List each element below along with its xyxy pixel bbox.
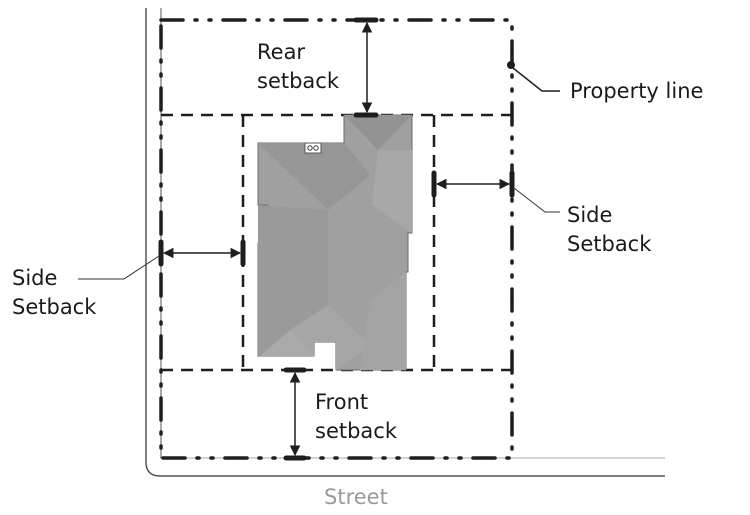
right-side-setback-leader xyxy=(513,187,560,213)
meter-icon xyxy=(304,142,322,154)
property-line-marker-dot xyxy=(507,61,515,69)
left-side-setback-label-line1: Side xyxy=(12,266,57,290)
front-setback-label-line1: Front xyxy=(315,390,368,414)
street-edge-line xyxy=(145,8,665,477)
left-side-setback-leader xyxy=(78,255,160,280)
right-side-setback-label-line1: Side xyxy=(567,203,612,227)
left-side-setback-label-line2: Setback xyxy=(12,295,97,319)
property-line-leader xyxy=(512,67,560,92)
street-label: Street xyxy=(324,485,388,509)
rear-setback-label-line1: Rear xyxy=(257,40,305,64)
house-footprint xyxy=(257,114,413,371)
property-line xyxy=(159,18,514,460)
property-line-label: Property line xyxy=(570,79,703,103)
front-setback-label-line2: setback xyxy=(315,419,398,443)
rear-setback-label-line2: setback xyxy=(257,69,340,93)
right-side-setback-label-line2: Setback xyxy=(567,232,652,256)
